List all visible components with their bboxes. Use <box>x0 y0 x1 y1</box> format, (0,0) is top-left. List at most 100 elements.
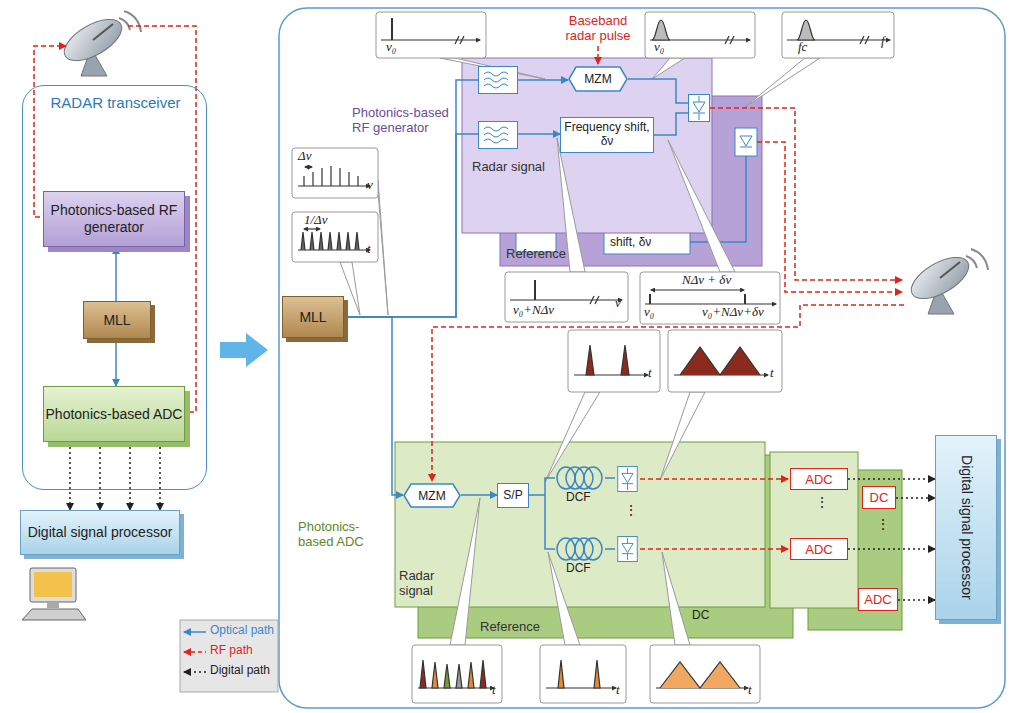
node-text: ν₀+NΔν+δν <box>702 305 764 319</box>
node-text: ADC <box>864 592 891 607</box>
optical-connector <box>115 339 117 386</box>
spectrum-callout: fcf <box>782 12 894 58</box>
antenna-icon <box>966 249 988 270</box>
rf-line <box>432 305 904 481</box>
node-text: t <box>367 242 371 256</box>
spectrum-plot <box>680 347 760 375</box>
antenna-icon <box>58 11 128 69</box>
callout-bubble <box>640 272 780 324</box>
node-text: 1/Δν <box>304 213 328 227</box>
adc-box: ADC <box>790 468 848 490</box>
node-text: t <box>748 683 752 697</box>
expand-arrow <box>220 333 268 367</box>
adc-box: ADC <box>790 538 848 560</box>
rf-generator-panel <box>462 58 712 233</box>
node-text: Reference <box>480 620 540 635</box>
spectrum-plot <box>420 660 426 688</box>
node-text: t <box>770 366 774 380</box>
node-text: t <box>492 683 496 697</box>
callout-bubble <box>292 212 378 262</box>
spectrum-plot <box>444 664 450 688</box>
laser-box: MLL <box>83 301 151 339</box>
callout-bubble <box>782 12 894 58</box>
callout-bubble <box>292 148 378 198</box>
signal-callout: t <box>540 645 626 703</box>
callout-bubble <box>568 330 660 392</box>
legend-box <box>180 620 278 692</box>
spectrum-plot <box>456 664 462 688</box>
pulse-callout: 1/Δν t <box>292 212 378 262</box>
antenna-icon <box>58 11 141 76</box>
fiber-coil <box>557 467 602 489</box>
node-text: ν₀+NΔν <box>513 303 554 317</box>
node-text: MZM <box>418 489 445 503</box>
rf-line <box>757 142 902 292</box>
spectrum-plot <box>298 18 890 688</box>
callout-bubble <box>505 272 628 322</box>
filter-symbol <box>479 67 518 94</box>
legend-text: RF path <box>210 644 253 658</box>
callout-bubble <box>745 58 820 107</box>
spectrum-plot <box>651 289 744 290</box>
hexagon-outline <box>404 484 460 507</box>
antenna-icon <box>93 24 113 40</box>
hexagon-outline <box>569 67 627 91</box>
optical-connector <box>344 134 560 317</box>
callout-bubble <box>662 552 690 645</box>
spectrum-plot <box>586 345 629 375</box>
node-text: Digital signal processor <box>958 455 975 600</box>
spectrum-plot <box>660 662 740 688</box>
expand-arrow <box>220 333 268 367</box>
right-panel <box>279 8 1005 708</box>
spectrum-plot <box>590 296 599 304</box>
spectrum-callout: ν₀ <box>645 12 755 58</box>
rf-line <box>597 46 599 64</box>
node-text: NΔν + δν <box>682 273 731 287</box>
spectrum-plot <box>468 662 474 688</box>
signal-callout: t <box>412 645 502 703</box>
optical-line <box>628 79 688 103</box>
label-text: DC <box>692 609 709 623</box>
signal-callout: t <box>568 330 660 392</box>
node-text: DC <box>870 490 889 505</box>
callout-bubble <box>660 392 705 480</box>
spectrum-plot <box>797 20 815 40</box>
signal-callout: t <box>650 645 760 703</box>
node-text: Δν <box>298 149 311 163</box>
photodiode-symbol <box>618 536 638 561</box>
digital-connector <box>69 442 71 510</box>
photodiode-symbol <box>618 466 638 491</box>
transceiver-box: RADAR transceiverPhotonics-based RF gene… <box>22 85 207 490</box>
reference-panel: Reference <box>418 455 793 638</box>
spectrum-plot <box>860 36 869 44</box>
callout-bubble <box>292 12 894 703</box>
label-text: ⋮ <box>876 516 890 532</box>
callout-bubble <box>668 330 782 392</box>
signal-callout: t <box>668 330 782 392</box>
antenna-icon <box>940 262 960 278</box>
spectrum-plot <box>652 20 670 40</box>
process-box: Frequency shift, δν <box>560 117 654 153</box>
optical-line <box>650 113 688 135</box>
rf-line <box>710 108 902 280</box>
rf-generator-box: Photonics-based RF generator <box>43 191 185 247</box>
spectrum-plot <box>574 374 648 375</box>
laser-box: MLL <box>282 296 344 338</box>
legend-box <box>180 620 278 692</box>
legend-text: Digital path <box>210 664 270 678</box>
node-text: ν₀ <box>644 305 654 319</box>
filter-symbol <box>479 122 518 149</box>
modulator-hexagon: MZM <box>403 483 461 508</box>
modulator-hexagon: MZM <box>568 66 628 92</box>
node-text: Frequency shift, δν <box>561 121 653 149</box>
computer-icon <box>30 568 76 602</box>
spectrum-plot <box>725 36 734 44</box>
node-text: fc <box>798 40 807 54</box>
digital-connector <box>898 599 935 601</box>
rf-generator-panel <box>740 136 752 147</box>
computer-icon <box>34 572 72 597</box>
rf-generator-panel <box>735 128 757 156</box>
node-text: Photonics-based ADC <box>298 520 394 550</box>
spectrum-plot <box>304 228 320 229</box>
